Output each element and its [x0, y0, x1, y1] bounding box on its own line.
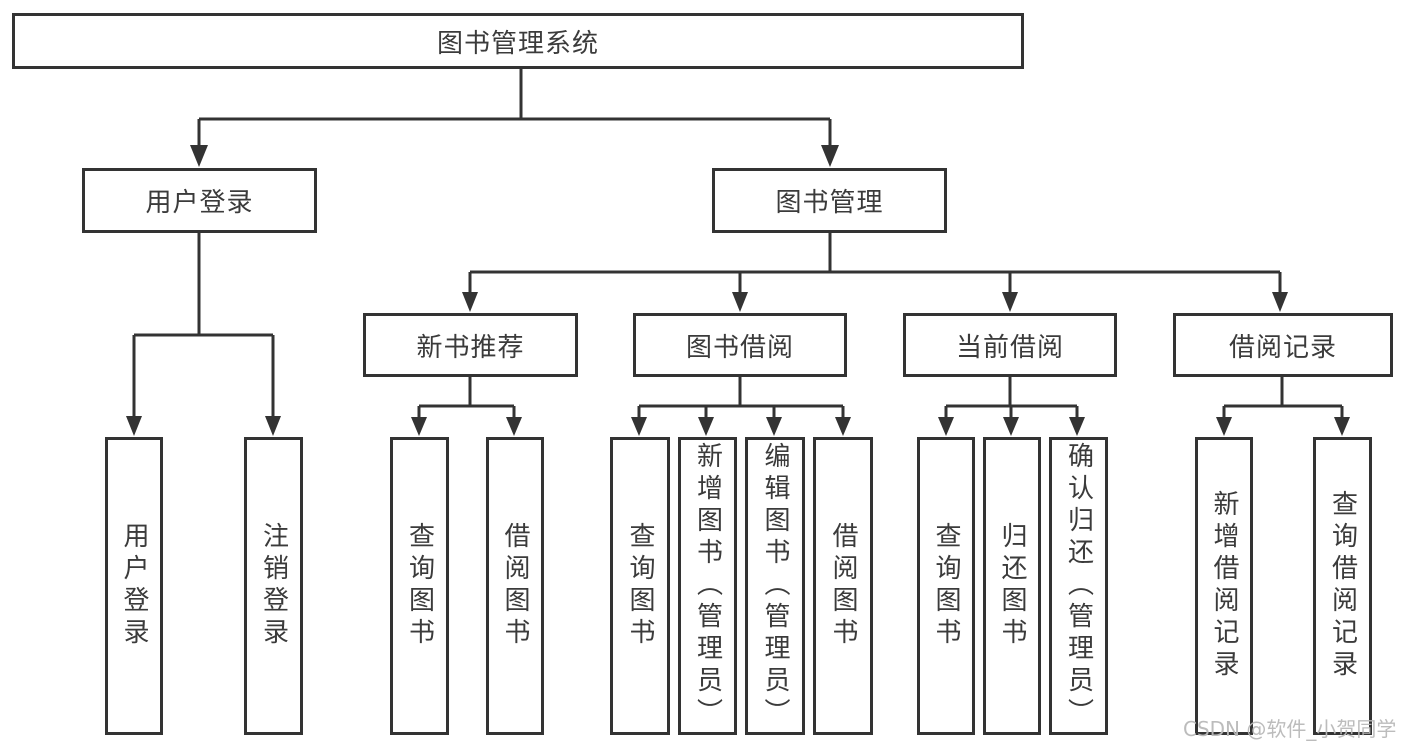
- leaf-query-book-borrowing: 查询图书: [610, 437, 670, 735]
- node-user-login: 用户登录: [82, 168, 317, 233]
- node-root: 图书管理系统: [12, 13, 1024, 69]
- leaf-user-login-label: 用户登录: [119, 522, 149, 650]
- leaf-query-borrow-record-label: 查询借阅记录: [1327, 490, 1358, 682]
- node-current-borrowing-label: 当前借阅: [955, 332, 1064, 363]
- leaf-add-book-admin: 新增图书（管理员）: [678, 437, 737, 735]
- leaf-edit-book-admin: 编辑图书（管理员）: [745, 437, 805, 735]
- leaf-borrow-book-borrowing: 借阅图书: [813, 437, 873, 735]
- csdn-watermark: CSDN @软件_小贺同学: [1183, 717, 1397, 741]
- leaf-borrow-book-recommendation: 借阅图书: [486, 437, 544, 735]
- leaf-query-book-recommendation: 查询图书: [390, 437, 449, 735]
- node-borrowing-records-label: 借阅记录: [1228, 332, 1337, 363]
- node-user-login-label: 用户登录: [145, 188, 254, 218]
- leaf-query-borrow-record: 查询借阅记录: [1313, 437, 1372, 735]
- node-root-label: 图书管理系统: [436, 28, 599, 59]
- node-book-borrowing-label: 图书借阅: [685, 332, 794, 363]
- leaf-user-login: 用户登录: [105, 437, 163, 735]
- leaf-logout: 注销登录: [244, 437, 303, 735]
- node-book-borrowing: 图书借阅: [633, 313, 847, 377]
- node-new-book-recommendation-label: 新书推荐: [416, 332, 525, 363]
- leaf-query-book-current: 查询图书: [917, 437, 975, 735]
- leaf-return-book: 归还图书: [983, 437, 1041, 735]
- node-new-book-recommendation: 新书推荐: [363, 313, 578, 377]
- node-borrowing-records: 借阅记录: [1173, 313, 1393, 377]
- leaf-borrow-book-borrowing-label: 借阅图书: [828, 522, 858, 650]
- leaf-edit-book-admin-label: 编辑图书（管理员）: [760, 442, 790, 730]
- leaf-confirm-return-admin-label: 确认归还（管理员）: [1063, 442, 1094, 730]
- leaf-logout-label: 注销登录: [258, 522, 289, 650]
- leaf-query-book-recommendation-label: 查询图书: [404, 522, 435, 650]
- node-book-management: 图书管理: [712, 168, 947, 233]
- leaf-return-book-label: 归还图书: [997, 522, 1027, 650]
- leaf-add-borrow-record-label: 新增借阅记录: [1209, 490, 1239, 682]
- leaf-confirm-return-admin: 确认归还（管理员）: [1049, 437, 1108, 735]
- leaf-add-borrow-record: 新增借阅记录: [1195, 437, 1253, 735]
- leaf-query-book-current-label: 查询图书: [931, 522, 961, 650]
- leaf-query-book-borrowing-label: 查询图书: [625, 522, 655, 650]
- leaf-borrow-book-recommendation-label: 借阅图书: [500, 522, 530, 650]
- leaf-add-book-admin-label: 新增图书（管理员）: [692, 442, 723, 730]
- node-current-borrowing: 当前借阅: [903, 313, 1117, 377]
- node-book-management-label: 图书管理: [775, 188, 884, 218]
